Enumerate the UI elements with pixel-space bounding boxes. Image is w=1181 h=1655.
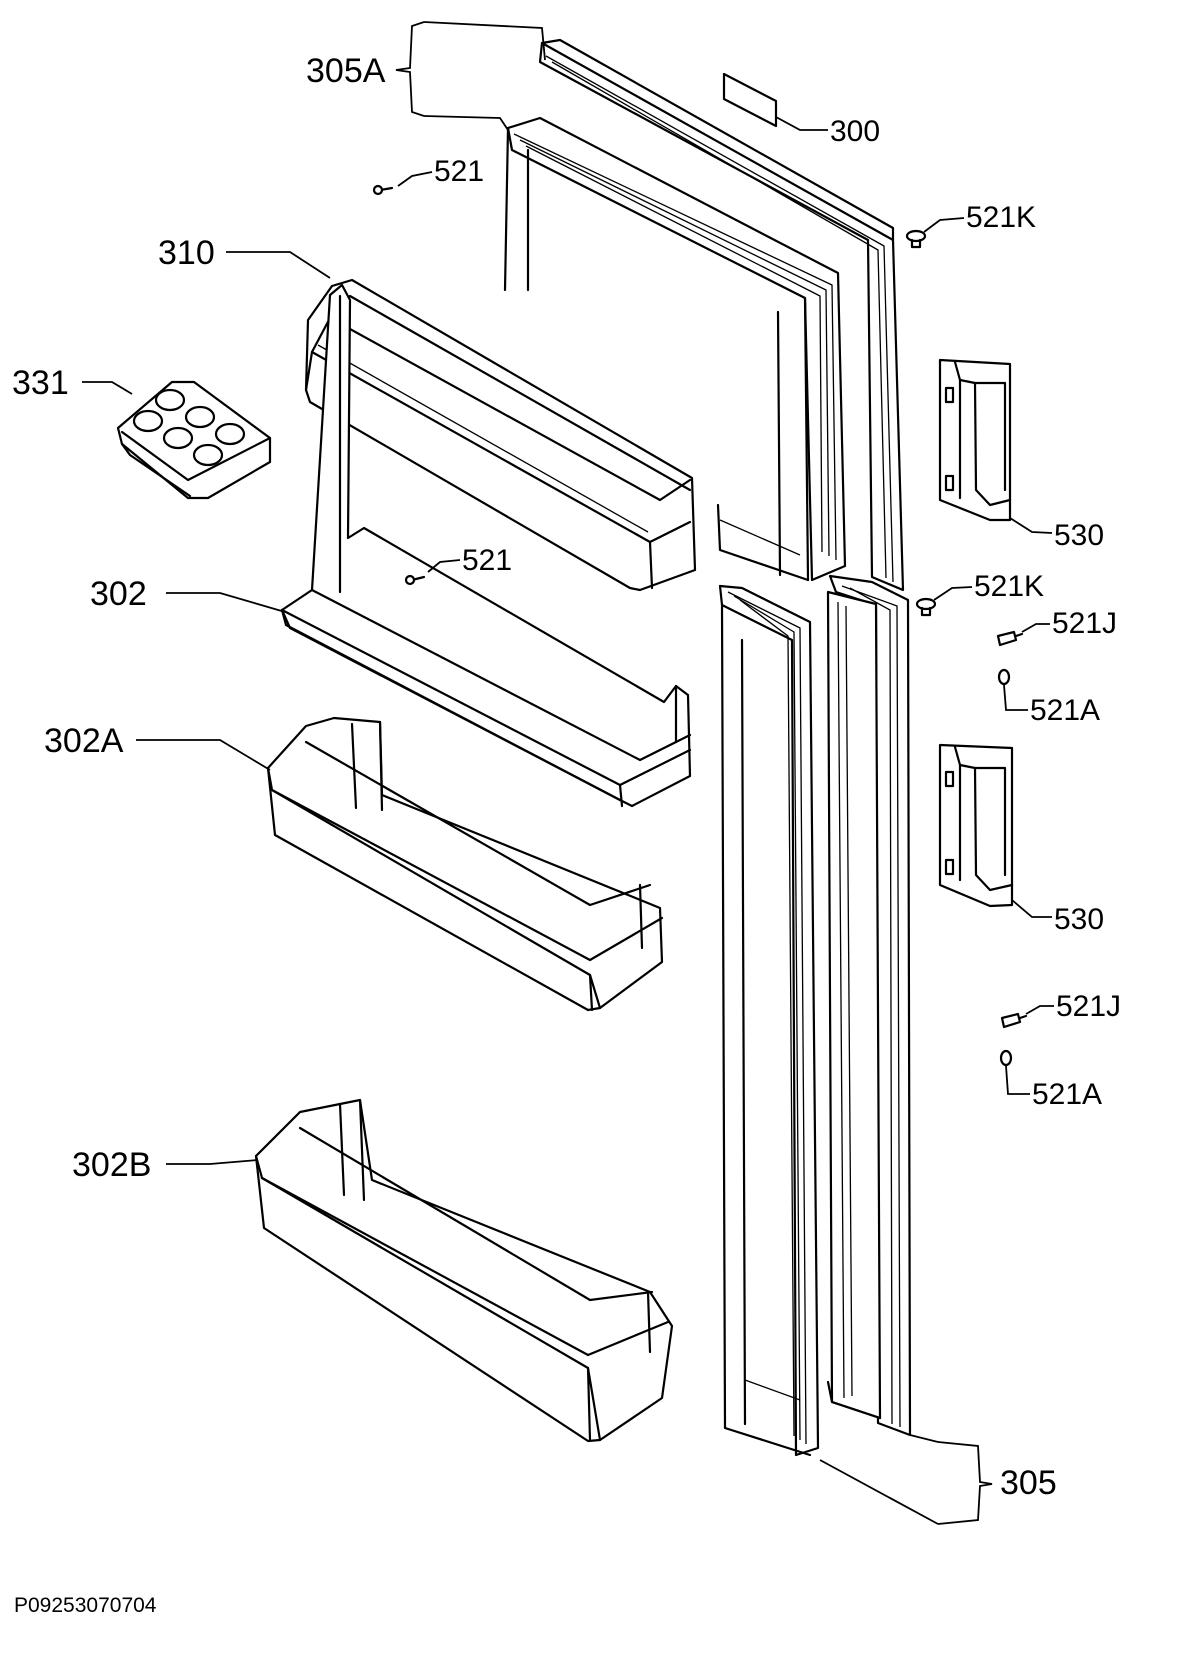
- label-521A-top: 521A: [1030, 694, 1100, 727]
- washer-521A-bottom: [999, 1049, 1013, 1067]
- rating-plate: [722, 72, 778, 128]
- leader-521K-top: [923, 217, 965, 233]
- screw-521-top: [372, 184, 394, 196]
- leader-300: [775, 116, 828, 131]
- bracket-305: [819, 1434, 993, 1525]
- handle-top: [938, 358, 1012, 522]
- leader-521-top: [397, 171, 433, 187]
- leader-310: [226, 251, 331, 279]
- shelf-302B: [254, 1098, 674, 1443]
- leader-530-top: [1009, 517, 1053, 534]
- leader-530-bottom: [1011, 899, 1052, 918]
- label-521A-bottom: 521A: [1032, 1078, 1102, 1111]
- washer-521A-top: [997, 668, 1011, 686]
- label-521-mid: 521: [462, 544, 512, 577]
- label-530-bottom: 530: [1054, 903, 1104, 936]
- leader-521J-bottom: [1025, 1005, 1054, 1015]
- bracket-305A: [395, 21, 546, 131]
- leader-331: [82, 381, 133, 395]
- label-521J-bottom: 521J: [1056, 990, 1121, 1023]
- label-302B: 302B: [72, 1146, 151, 1184]
- leader-302A: [136, 739, 271, 771]
- screw-521J-bottom: [1000, 1012, 1028, 1029]
- leader-521A-bottom: [1005, 1065, 1030, 1095]
- handle-bottom: [938, 743, 1014, 908]
- label-305A: 305A: [306, 52, 386, 90]
- label-521K-top: 521K: [966, 201, 1036, 234]
- label-530-top: 530: [1054, 519, 1104, 552]
- label-305: 305: [1000, 1464, 1057, 1502]
- leader-302: [166, 592, 286, 613]
- drawing-code: P09253070704: [14, 1594, 157, 1617]
- label-521K-mid: 521K: [974, 570, 1044, 603]
- shelf-302A: [266, 716, 664, 1012]
- shelf-310: [304, 278, 697, 592]
- screw-521J-top: [996, 630, 1024, 647]
- hinge-pin-521K-top: [905, 229, 927, 249]
- label-302A: 302A: [44, 722, 124, 760]
- screw-521-mid: [404, 574, 426, 586]
- label-331: 331: [12, 364, 69, 402]
- label-300: 300: [830, 115, 880, 148]
- label-302: 302: [90, 575, 147, 613]
- shelf-302: [280, 283, 692, 808]
- leader-521K-mid: [933, 586, 973, 601]
- label-310: 310: [158, 234, 215, 272]
- hinge-pin-521K-mid: [915, 597, 937, 617]
- label-521-top: 521: [434, 155, 484, 188]
- leader-521-mid: [427, 559, 461, 573]
- leader-302B: [166, 1159, 259, 1165]
- egg-tray-331: [116, 380, 272, 500]
- leader-521J-top: [1021, 623, 1050, 633]
- upper-door: [503, 38, 905, 592]
- lower-door: [718, 574, 912, 1457]
- label-521J-top: 521J: [1052, 607, 1117, 640]
- leader-521A-top: [1003, 684, 1028, 711]
